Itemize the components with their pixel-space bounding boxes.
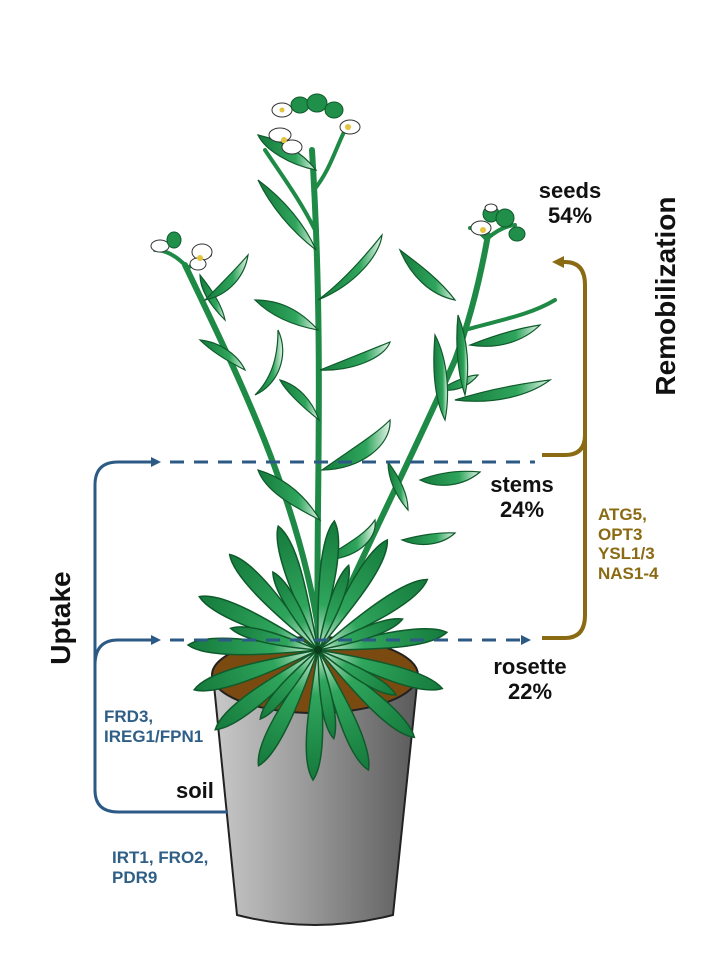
- gene-pdr9: PDR9: [112, 867, 158, 887]
- gene-irt1: IRT1, FRO2,: [112, 848, 209, 867]
- rosette: [186, 519, 449, 782]
- soil-uptake-genes: IRT1, FRO2, PDR9: [112, 848, 208, 887]
- remobilization-title: Remobilization: [649, 196, 681, 396]
- seeds-name: seeds: [538, 178, 602, 203]
- stems-percent: 24%: [499, 497, 545, 523]
- gene-atg5: ATG5,: [598, 505, 647, 524]
- rosette-percent: 22%: [507, 679, 553, 705]
- seeds-percent: 54%: [547, 203, 593, 229]
- rosette-transport-genes: FRD3, IREG1/FPN1: [104, 707, 203, 746]
- rosette-name: rosette: [493, 654, 567, 679]
- uptake-bracket: [93, 457, 228, 814]
- gene-opt3: OPT3: [598, 524, 643, 544]
- gene-nas: NAS1-4: [598, 563, 659, 583]
- remob-from-stems: [542, 434, 587, 457]
- cauline-leaves: [198, 134, 553, 561]
- soil-label: soil: [176, 778, 214, 803]
- remobilization-genes: ATG5, OPT3 YSL1/3 NAS1-4: [598, 505, 658, 583]
- uptake-to-rosette: [93, 635, 161, 666]
- stems-name: stems: [490, 472, 554, 497]
- gene-ysl: YSL1/3: [598, 544, 655, 564]
- uptake-title: Uptake: [44, 571, 76, 665]
- flower-cluster-top: [268, 93, 361, 155]
- rosette-label: rosette 22%: [480, 654, 580, 705]
- flower-cluster-right: [470, 203, 526, 242]
- gene-ireg1: IREG1/FPN1: [104, 726, 204, 746]
- flower-cluster-left: [150, 231, 213, 271]
- remobilization-arrows: [542, 256, 587, 640]
- stems-label: stems 24%: [482, 472, 562, 523]
- uptake-arrows: [93, 457, 535, 814]
- seeds-label: seeds 54%: [532, 178, 608, 229]
- gene-frd3: FRD3,: [104, 707, 154, 726]
- remob-from-rosette: [542, 256, 587, 640]
